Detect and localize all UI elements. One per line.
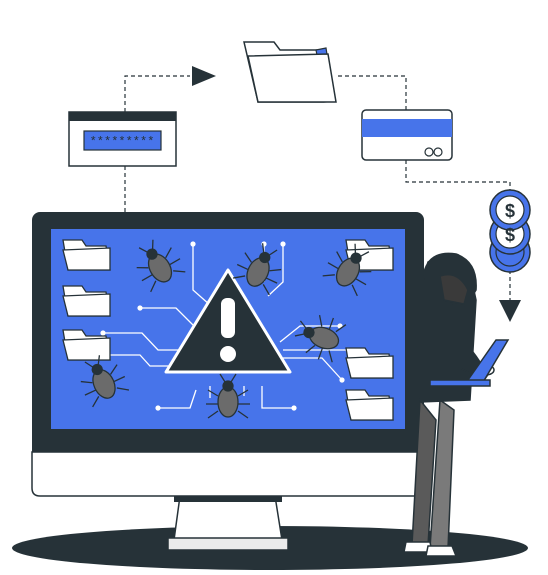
dollar-coin-icon [489, 189, 531, 231]
folder-icon [62, 329, 111, 361]
folder-icon [243, 41, 337, 103]
screen-folders [62, 239, 394, 421]
credit-card-icon [361, 109, 453, 161]
dollar-sign-text: $ [505, 225, 515, 245]
laptop-icon [429, 339, 510, 387]
circuit-lines [100, 244, 348, 409]
dollar-sign-text: $ [505, 201, 515, 221]
password-mask-text: ********* [90, 135, 155, 149]
bug-icon [294, 314, 347, 363]
bug-icon [322, 243, 372, 297]
flow-arrow-right [192, 66, 216, 86]
password-window-icon [68, 111, 177, 167]
bug-icon [206, 373, 250, 419]
bug-icon [80, 355, 130, 408]
monitor-stand [167, 494, 289, 551]
hacker-figure [403, 252, 495, 557]
folder-icon [62, 285, 111, 317]
dollar-coin-stack [489, 189, 531, 273]
bug-icon [136, 239, 186, 293]
warning-triangle-icon [164, 268, 292, 374]
folder-icon [345, 347, 394, 379]
folder-icon [345, 389, 394, 421]
data-flow-lines [124, 75, 511, 300]
folder-icon [62, 239, 111, 271]
bugs [80, 239, 372, 419]
flow-arrow-down [499, 300, 521, 322]
bug-icon [232, 243, 282, 296]
